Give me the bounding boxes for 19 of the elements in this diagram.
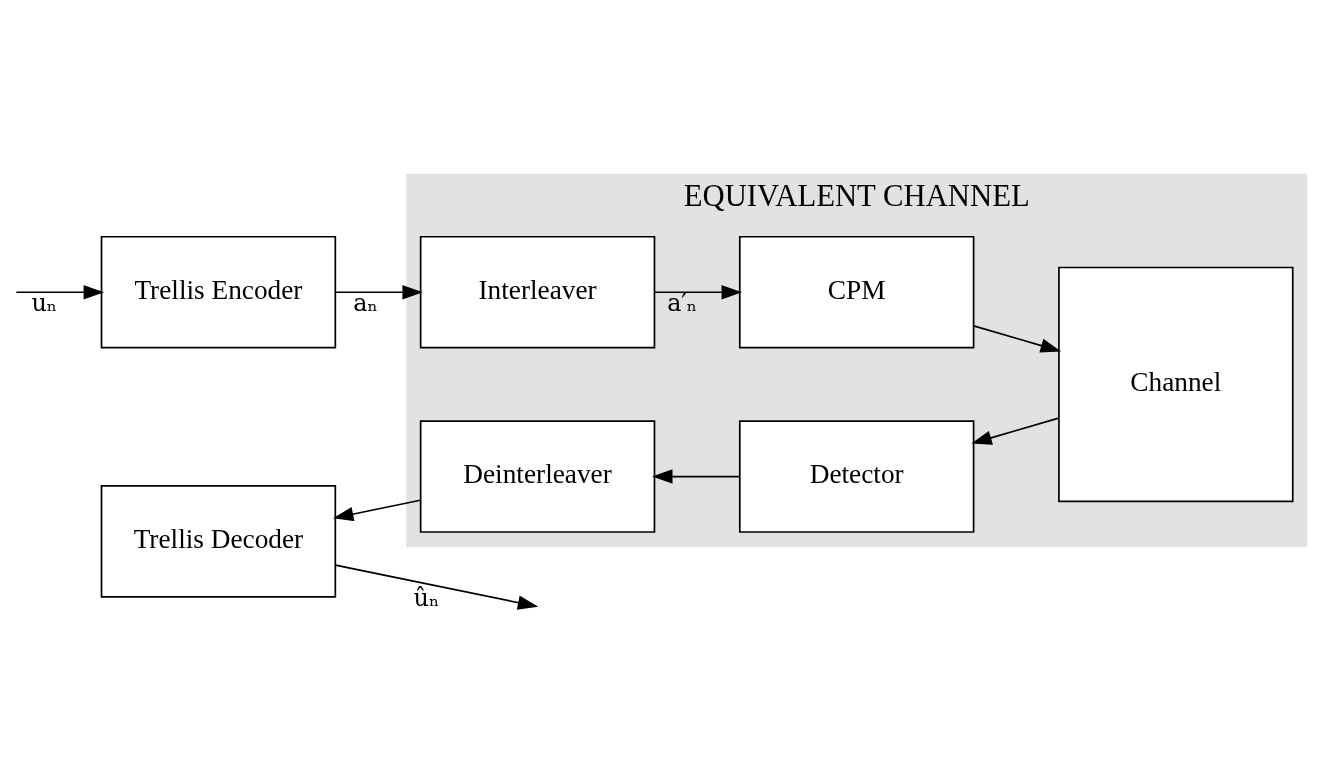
arrow — [332, 499, 422, 522]
node-box: Detector — [738, 420, 975, 533]
node-box: Trellis Encoder — [100, 235, 337, 349]
edge-label: ûₙ — [413, 583, 440, 612]
arrow — [652, 469, 741, 484]
edge-label: uₙ — [31, 289, 58, 318]
edge-label: a′ₙ — [667, 289, 698, 318]
arrow — [334, 564, 539, 610]
arrow — [334, 285, 423, 300]
arrow — [971, 417, 1060, 445]
node-box: CPM — [738, 235, 975, 349]
arrow — [972, 325, 1062, 353]
node-box: Deinterleaver — [419, 420, 656, 533]
arrow — [653, 285, 743, 300]
node-box: Trellis Decoder — [100, 485, 337, 598]
node-box: Channel — [1058, 266, 1294, 503]
arrow — [15, 285, 105, 300]
node-box: Interleaver — [419, 235, 656, 349]
edge-label: aₙ — [353, 289, 378, 318]
